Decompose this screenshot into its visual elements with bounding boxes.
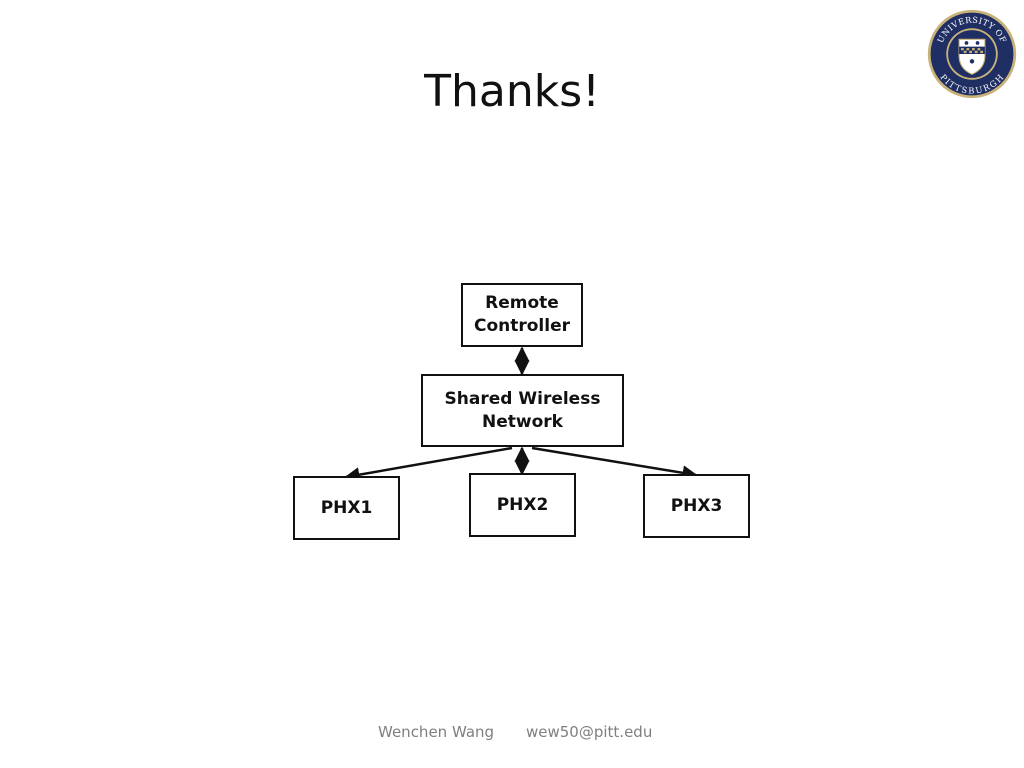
node-shared-wireless-network: Shared Wireless Network [421,374,624,447]
node-phx3: PHX3 [643,474,750,538]
university-seal-logo: UNIVERSITY OF PITTSBURGH [927,9,1017,99]
node-phx2: PHX2 [469,473,576,537]
node-remote-controller: Remote Controller [461,283,583,347]
node-phx3-label: PHX3 [670,495,723,516]
footer-author: Wenchen Wang [378,723,495,741]
slide-title: Thanks! [424,66,600,117]
link-network-phx3 [531,446,698,481]
node-remote-controller-label: Remote Controller [473,293,570,336]
node-phx1-label: PHX1 [320,497,373,518]
node-phx1: PHX1 [293,476,400,540]
seal-shield [958,38,986,75]
link-network-phx1 [344,446,513,483]
node-phx2-label: PHX2 [496,494,549,515]
node-shared-wireless-network-label: Shared Wireless Network [444,388,601,432]
footer-email: wew50@pitt.edu [526,723,653,741]
